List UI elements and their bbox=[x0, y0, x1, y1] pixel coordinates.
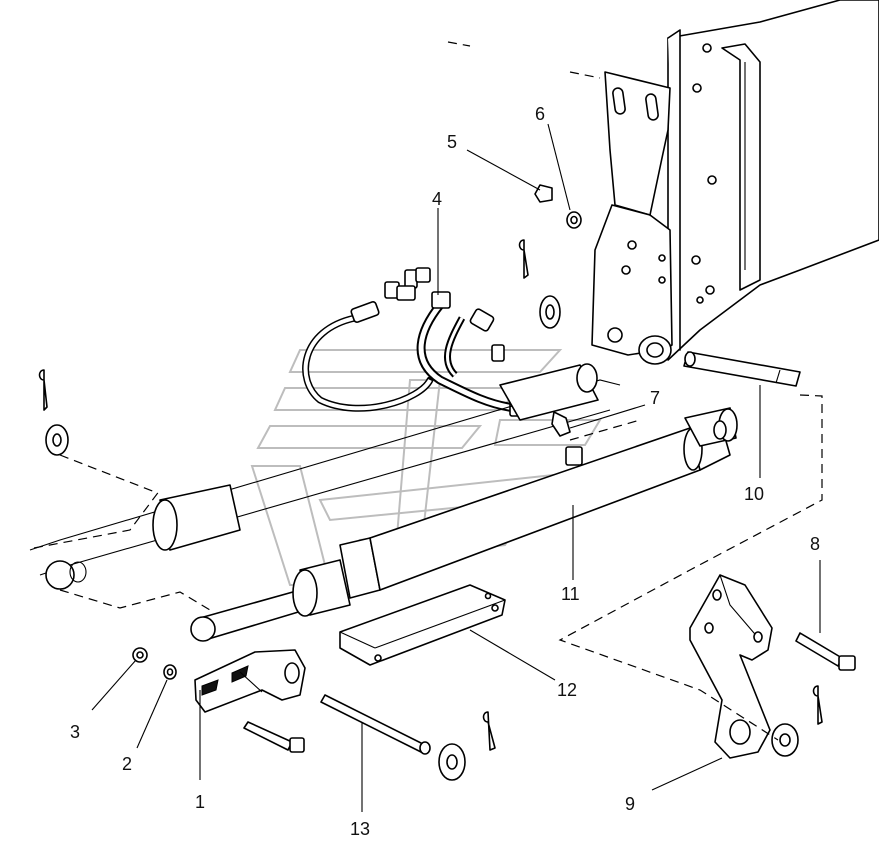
clevis-bracket bbox=[194, 649, 306, 713]
callout-3: 3 bbox=[70, 722, 80, 742]
callout-1: 1 bbox=[195, 792, 205, 812]
callout-10: 10 bbox=[744, 484, 764, 504]
callout-11: 11 bbox=[561, 584, 580, 604]
bracket-bolt bbox=[243, 721, 305, 753]
callout-9: 9 bbox=[625, 794, 635, 814]
callout-8: 8 bbox=[810, 534, 820, 554]
callout-13: 13 bbox=[350, 819, 370, 839]
guard-plate bbox=[339, 584, 506, 666]
callout-7: 7 bbox=[650, 388, 660, 408]
callout-6: 6 bbox=[535, 104, 545, 124]
mounting-bracket bbox=[591, 71, 673, 365]
hydraulic-hoses bbox=[302, 267, 527, 417]
callout-4: 4 bbox=[432, 189, 442, 209]
pivot-pin bbox=[683, 351, 801, 387]
callout-labels: 1 2 3 4 5 6 7 8 9 10 11 12 13 bbox=[70, 104, 820, 839]
callout-12: 12 bbox=[557, 680, 577, 700]
hydraulic-cylinder bbox=[190, 407, 738, 642]
hex-bolt bbox=[795, 632, 856, 671]
long-bolt bbox=[320, 694, 431, 755]
callout-2: 2 bbox=[122, 754, 132, 774]
side-bracket bbox=[689, 574, 773, 759]
small-hardware bbox=[38, 184, 823, 781]
frame-plate bbox=[447, 0, 879, 361]
leader-lines bbox=[91, 123, 821, 812]
cylinder-ghost bbox=[29, 363, 621, 611]
callout-5: 5 bbox=[447, 132, 457, 152]
